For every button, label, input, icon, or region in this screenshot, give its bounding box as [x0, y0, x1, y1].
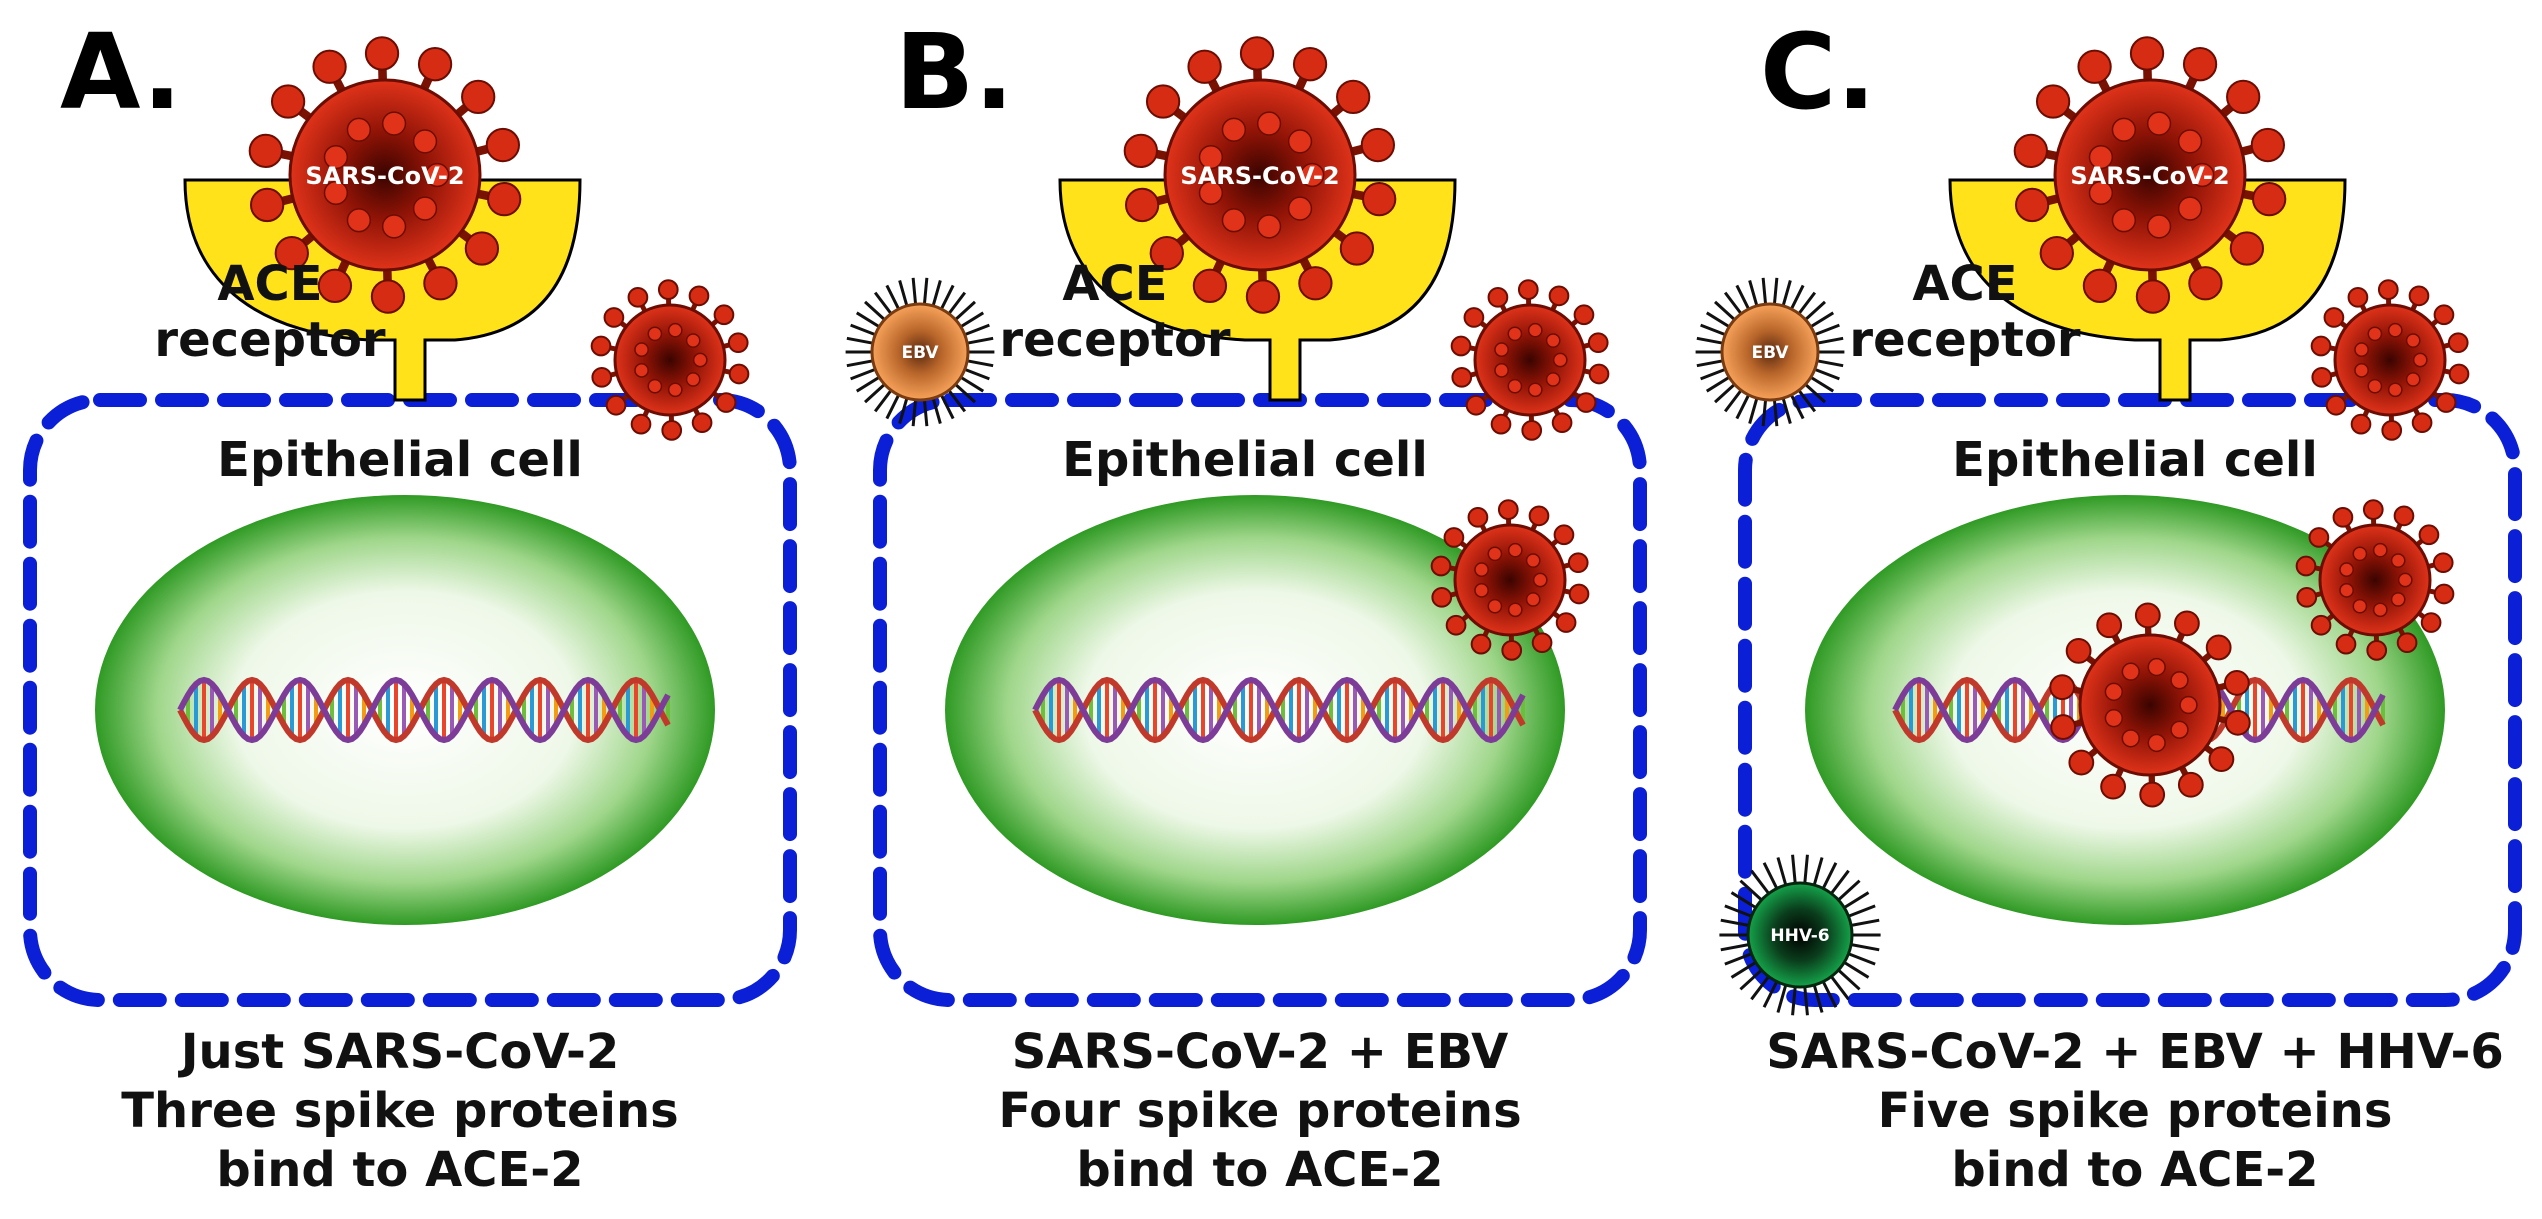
sars-cov-2-virus-small: [1450, 279, 1610, 441]
ace-label-line1: ACE: [1062, 256, 1167, 312]
caption-line3: bind to ACE-2: [1076, 1142, 1443, 1198]
panel-a: A. ACE receptor Epithelial cell Just SAR…: [23, 11, 797, 1198]
caption-line2: Four spike proteins: [998, 1083, 1521, 1139]
sars-cov-2-virus-bound: [2013, 36, 2287, 314]
ebv-virus: [845, 277, 995, 427]
ebv-label: EBV: [901, 343, 939, 363]
ace-label-line2: receptor: [999, 312, 1231, 368]
sars-cov-2-virus-small: [2310, 279, 2470, 441]
cell-label: Epithelial cell: [217, 432, 583, 488]
sars-cov-2-virus-bound: [248, 36, 522, 314]
caption-line3: bind to ACE-2: [1951, 1142, 2318, 1198]
ace-label-line1: ACE: [1912, 256, 2017, 312]
sars-cov-2-virus-nuclear-membrane: [1430, 499, 1590, 661]
ace-label-line1: ACE: [217, 256, 322, 312]
sars-cov-2-virus-dna-bound: [2049, 602, 2251, 808]
ebv-label: EBV: [1751, 343, 1789, 363]
caption-line1: Just SARS-CoV-2: [178, 1024, 620, 1080]
dna-helix: [177, 676, 671, 744]
sars-cov-2-virus-bound: [1123, 36, 1397, 314]
nucleus: [945, 495, 1565, 925]
caption-line1: SARS-CoV-2 + EBV: [1012, 1024, 1509, 1080]
cell-membrane: [873, 393, 1647, 1007]
hhv-6-label: HHV-6: [1770, 926, 1829, 946]
panel-letter: C.: [1760, 11, 1876, 133]
caption-line2: Five spike proteins: [1878, 1083, 2393, 1139]
panel-letter: B.: [895, 11, 1014, 133]
panel-c: C. ACE receptor Epithelial cell SARS-CoV…: [1695, 11, 2522, 1198]
virus-label: SARS-CoV-2: [2070, 162, 2229, 190]
sars-cov-2-virus-small: [590, 279, 750, 441]
ace-label-line2: receptor: [154, 312, 386, 368]
sars-cov-2-virus-nuclear-membrane: [2295, 499, 2455, 661]
ace-label-line2: receptor: [1849, 312, 2081, 368]
virus-label: SARS-CoV-2: [305, 162, 464, 190]
hhv-6-virus: [1719, 854, 1881, 1016]
ebv-virus: [1695, 277, 1845, 427]
dna-helix: [1032, 676, 1526, 744]
caption-line2: Three spike proteins: [121, 1083, 678, 1139]
panel-letter: A.: [60, 11, 182, 133]
cell-membrane: [1738, 393, 2522, 1007]
caption-line1: SARS-CoV-2 + EBV + HHV-6: [1766, 1024, 2504, 1080]
caption-line3: bind to ACE-2: [216, 1142, 583, 1198]
virus-label: SARS-CoV-2: [1180, 162, 1339, 190]
panel-b: B. ACE receptor Epithelial cell SARS-CoV…: [845, 11, 1647, 1198]
cell-label: Epithelial cell: [1952, 432, 2318, 488]
cell-label: Epithelial cell: [1062, 432, 1428, 488]
